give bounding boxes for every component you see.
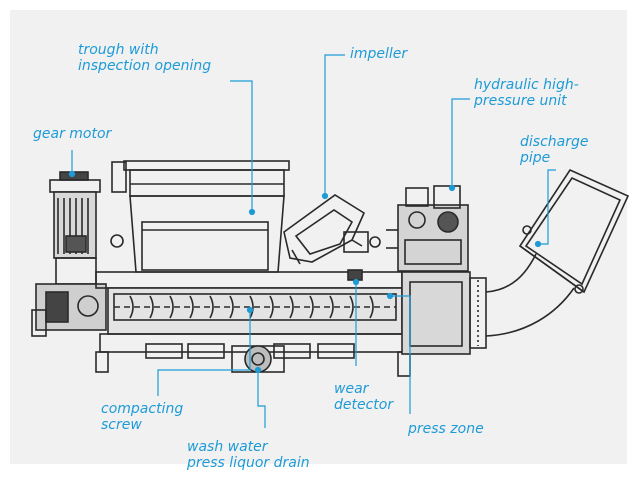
leader-compacting (157, 312, 251, 396)
leader-wash-water (257, 372, 266, 428)
leader-discharge (540, 169, 556, 245)
leader-hydraulic (451, 98, 470, 186)
leader-press-zone (392, 295, 411, 414)
gear-motor-drawing (31, 171, 107, 337)
label-hydraulic: hydraulic high- pressure unit (474, 77, 579, 109)
leader-lines (68, 54, 556, 428)
label-press-zone: press zone (408, 421, 484, 437)
label-wash-water: wash water press liquor drain (187, 439, 310, 471)
leader-impeller (324, 54, 345, 194)
screw-body-drawing (95, 269, 411, 377)
discharge-pipe-drawing (485, 168, 630, 337)
label-compacting: compacting screw (101, 401, 184, 433)
impeller-drawing (283, 194, 381, 265)
label-discharge: discharge pipe (520, 134, 589, 166)
hydraulic-unit-drawing (386, 185, 469, 272)
label-wear: wear detector (334, 381, 394, 413)
label-gear-motor: gear motor (33, 126, 112, 142)
label-impeller: impeller (350, 46, 408, 62)
press-zone-drawing (401, 271, 487, 355)
label-trough: trough with inspection opening (78, 42, 212, 74)
trough-drawing (110, 160, 290, 273)
leader-trough (230, 80, 253, 210)
